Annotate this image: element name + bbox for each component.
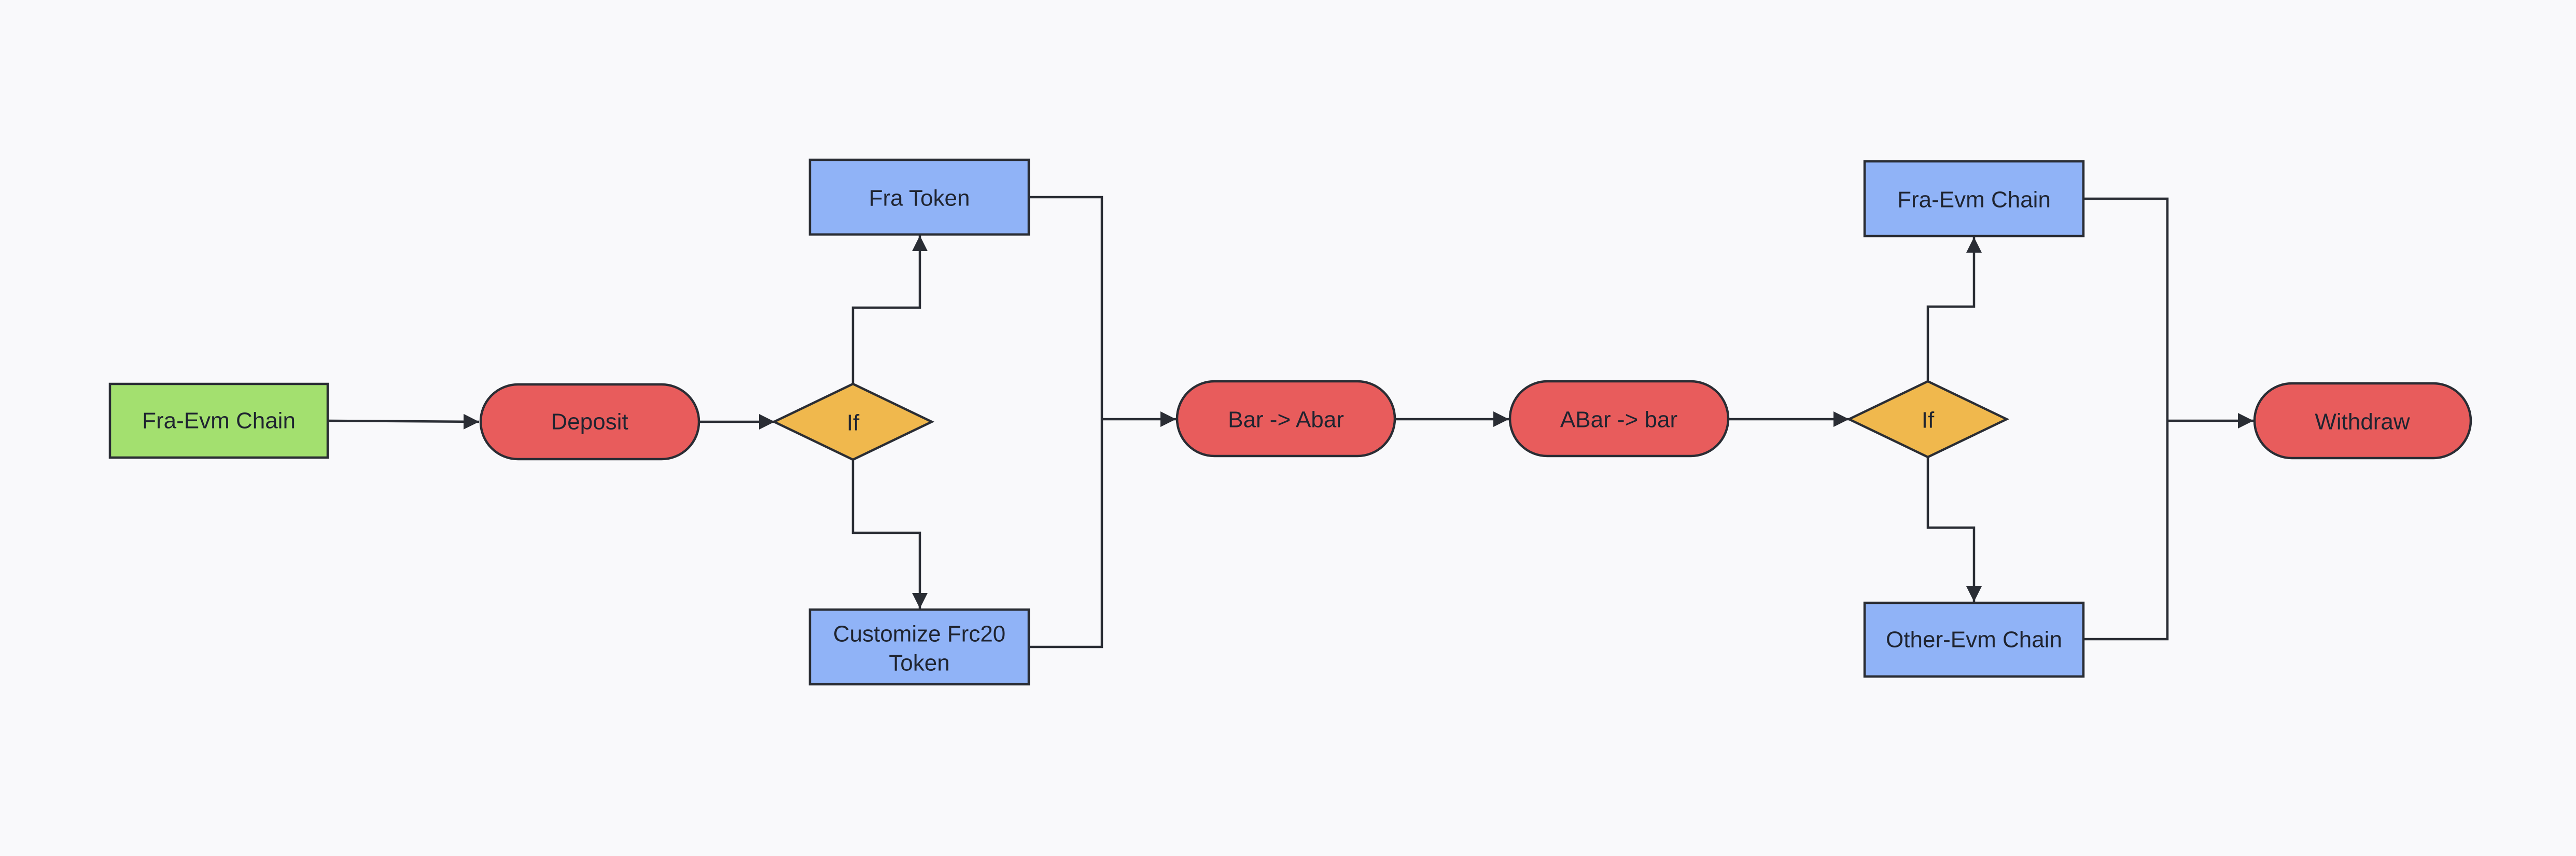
node-fra-token[interactable]: Fra Token — [808, 158, 1030, 236]
node-if-2-shape — [1846, 380, 2010, 459]
node-if-1[interactable]: If — [771, 382, 935, 461]
edge-fra-evm-dest-to-merge — [2083, 197, 2169, 421]
node-if-2[interactable]: If — [1846, 380, 2010, 459]
node-fra-evm-chain-start[interactable]: Fra-Evm Chain — [108, 382, 329, 459]
node-fra-token-label: Fra Token — [869, 186, 970, 211]
node-customize-frc20-token-label-line-1: Customize Frc20 — [833, 622, 1006, 647]
node-fra-evm-chain-dest-shape — [1863, 160, 2085, 238]
node-if-1-shape — [771, 382, 935, 461]
node-bar-to-abar-shape — [1175, 380, 1396, 458]
node-bar-to-abar-label: Bar -> Abar — [1228, 407, 1344, 433]
node-other-evm-chain[interactable]: Other-Evm Chain — [1863, 601, 2085, 678]
node-other-evm-chain-label: Other-Evm Chain — [1886, 627, 2062, 653]
edge-other-evm-to-merge — [2083, 421, 2169, 641]
node-withdraw-shape — [2253, 382, 2472, 460]
node-if-2-label: If — [1922, 408, 1935, 433]
node-deposit[interactable]: Deposit — [479, 383, 701, 461]
edge-start-to-deposit — [327, 413, 480, 430]
node-bar-to-abar[interactable]: Bar -> Abar — [1175, 380, 1396, 458]
node-fra-token-shape — [808, 158, 1030, 236]
node-fra-evm-chain-dest[interactable]: Fra-Evm Chain — [1863, 160, 2085, 238]
node-other-evm-chain-shape — [1863, 601, 2085, 678]
node-customize-frc20-token-shape — [808, 608, 1030, 686]
edge-if-1-to-customize-frc20 — [851, 460, 928, 609]
edge-customize-to-merge — [1029, 419, 1103, 648]
node-customize-frc20-token[interactable]: Customize Frc20 Token — [808, 608, 1030, 686]
edge-if-2-to-other-evm — [1926, 457, 1982, 602]
node-if-1-label: If — [847, 410, 860, 436]
node-fra-evm-chain-start-label: Fra-Evm Chain — [142, 408, 296, 434]
node-abar-to-bar[interactable]: ABar -> bar — [1508, 380, 1730, 458]
edges — [327, 196, 2253, 648]
node-deposit-shape — [479, 383, 701, 461]
edge-fra-token-to-merge — [1029, 196, 1103, 419]
edge-if-1-to-fra-token — [851, 236, 928, 384]
node-customize-frc20-token-label-line-2: Token — [889, 651, 949, 676]
node-fra-evm-chain-start-shape — [108, 382, 329, 459]
node-fra-evm-chain-dest-label: Fra-Evm Chain — [1897, 187, 2051, 213]
node-abar-to-bar-label: ABar -> bar — [1560, 407, 1677, 433]
node-deposit-label: Deposit — [551, 409, 628, 435]
node-abar-to-bar-shape — [1508, 380, 1730, 458]
edge-if-2-to-fra-evm-dest — [1926, 237, 1982, 381]
node-withdraw-label: Withdraw — [2315, 409, 2410, 435]
nodes: Fra-Evm Chain Deposit If Fra Token Custo… — [108, 158, 2472, 686]
node-withdraw[interactable]: Withdraw — [2253, 382, 2472, 460]
